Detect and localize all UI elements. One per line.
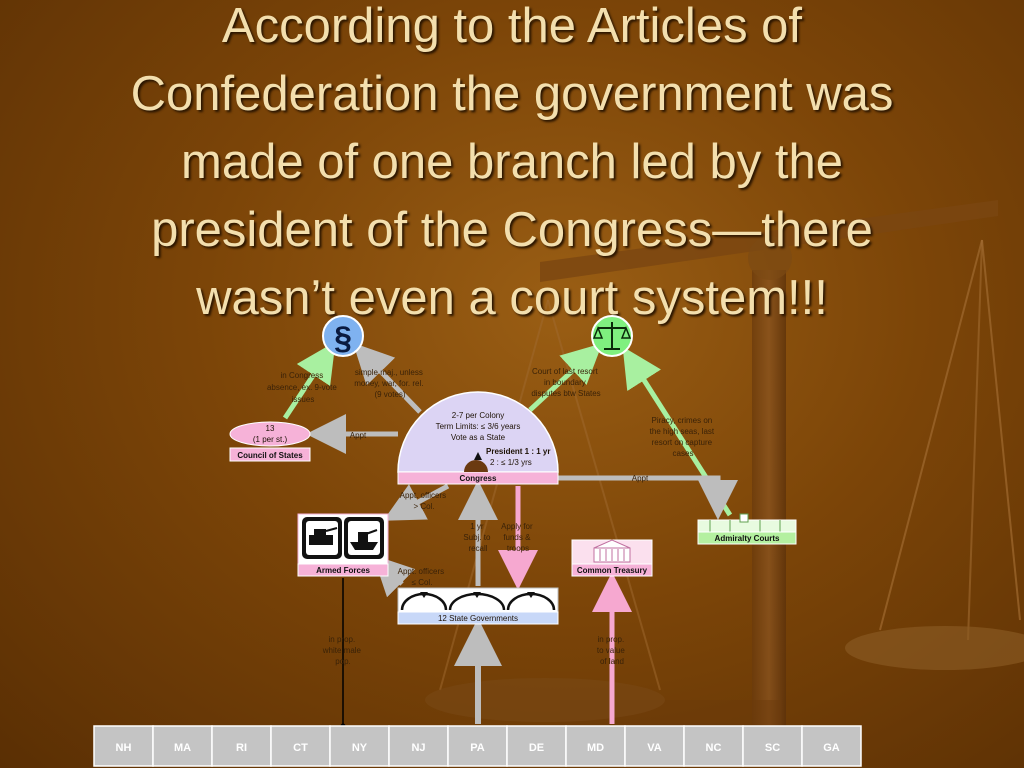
- state-abbrev: MD: [587, 742, 604, 754]
- label-council-to-law: in Congress absence, ex. 9-vote issues: [267, 371, 339, 404]
- svg-text:§: §: [334, 320, 352, 356]
- label-armed-forces-pop: in prop. white male pop.: [322, 635, 363, 666]
- state-cell: MD: [565, 725, 626, 767]
- state-abbrev: PA: [470, 742, 485, 754]
- congress-line-2: Term Limits: ≤ 3/6 years: [436, 422, 521, 431]
- council-of-states-node: 13 (1 per st.) Council of States: [229, 421, 311, 462]
- section-sign-icon: §: [322, 315, 364, 357]
- edge-labels: in Congress absence, ex. 9-vote issues s…: [267, 367, 717, 666]
- state-cell: MA: [152, 725, 213, 767]
- state-cell: SC: [742, 725, 803, 767]
- admiralty-label: Admiralty Courts: [715, 534, 780, 543]
- president-term-2: 2 : ≤ 1/3 yrs: [490, 458, 532, 467]
- arrow-congress-to-law: [353, 342, 422, 414]
- state-cell: NC: [683, 725, 744, 767]
- arrows: [282, 341, 738, 729]
- state-abbrev: MA: [174, 742, 191, 754]
- states-bar: NH MA RI CT NY NJ PA DE MD VA NC SC GA: [93, 725, 862, 767]
- treasury-label: Common Treasury: [577, 566, 648, 575]
- admiralty-courts-node: Admiralty Courts: [697, 513, 797, 545]
- arrow-congress-to-justice: [528, 343, 603, 412]
- congress-label: Congress: [460, 474, 497, 483]
- slide-title: According to the Articles of Confederati…: [20, 0, 1004, 332]
- president-term-1: President 1 : 1 yr: [486, 447, 550, 456]
- title-line: made of one branch led by the: [181, 135, 843, 189]
- title-line: Confederation the government was: [130, 67, 894, 121]
- state-cell: VA: [624, 725, 685, 767]
- label-congress-request: Apply for funds & troops: [501, 522, 535, 553]
- council-count: 13: [266, 424, 275, 433]
- state-abbrev: VA: [647, 742, 662, 754]
- state-cell: CT: [270, 725, 331, 767]
- state-cell: NY: [329, 725, 390, 767]
- title-line: president of the Congress—there: [151, 203, 873, 257]
- council-sub: (1 per st.): [253, 435, 288, 444]
- label-appt-admiralty: Appt: [632, 474, 649, 483]
- state-cell: DE: [506, 725, 567, 767]
- label-treasury-land: in prop. to value of land: [597, 635, 627, 666]
- president-icon: [464, 460, 488, 472]
- state-abbrev: NC: [706, 742, 722, 754]
- armed-forces-label: Armed Forces: [316, 566, 370, 575]
- state-abbrev: CT: [293, 742, 308, 754]
- state-abbrev: NJ: [411, 742, 425, 754]
- state-cell: NH: [93, 725, 154, 767]
- congress-line-3: Vote as a State: [451, 433, 506, 442]
- treasury-building-icon: [593, 539, 631, 563]
- label-appt-officers-1: Appt. officers > Col.: [400, 491, 449, 511]
- state-governments-label: 12 State Governments: [438, 614, 518, 623]
- scales-icon: [591, 315, 633, 357]
- state-abbrev: SC: [765, 742, 780, 754]
- state-cell: RI: [211, 725, 272, 767]
- arrow-appt-armed-forces-1: [383, 483, 450, 521]
- title-line: wasn’t even a court system!!!: [196, 271, 828, 325]
- armed-forces-node: Armed Forces: [297, 513, 389, 577]
- arrow-appt-admiralty: [558, 475, 738, 520]
- congress-line-1: 2-7 per Colony: [452, 411, 504, 420]
- congress-node: Congress 2-7 per Colony Term Limits: ≤ 3…: [397, 391, 559, 485]
- label-appt-council: Appt: [350, 431, 367, 440]
- arrow-council-to-law: [282, 341, 336, 420]
- mini-legislature-icon: [400, 592, 556, 611]
- council-label: Council of States: [237, 451, 303, 460]
- title-line: According to the Articles of: [221, 0, 803, 53]
- label-congress-to-justice: Court of last resort in boundary dispute…: [531, 367, 600, 398]
- state-cell: GA: [801, 725, 862, 767]
- state-abbrev: RI: [236, 742, 247, 754]
- state-abbrev: NH: [116, 742, 132, 754]
- state-abbrev: DE: [529, 742, 544, 754]
- label-congress-to-law: simple maj., unless money, war, for. rel…: [354, 368, 425, 399]
- state-abbrev: NY: [352, 742, 368, 754]
- state-cell: PA: [447, 725, 508, 767]
- common-treasury-node: Common Treasury: [571, 539, 653, 577]
- label-appt-officers-2: Appt. officers ≤ Col.: [398, 567, 447, 587]
- label-states-to-congress: 1 yr Subj. to recall: [463, 522, 492, 553]
- state-cell: NJ: [388, 725, 449, 767]
- state-governments-node: 12 State Governments: [397, 587, 559, 625]
- label-admiralty-to-justice: Piracy, crimes on the high seas, last re…: [650, 416, 717, 458]
- state-abbrev: GA: [823, 742, 840, 754]
